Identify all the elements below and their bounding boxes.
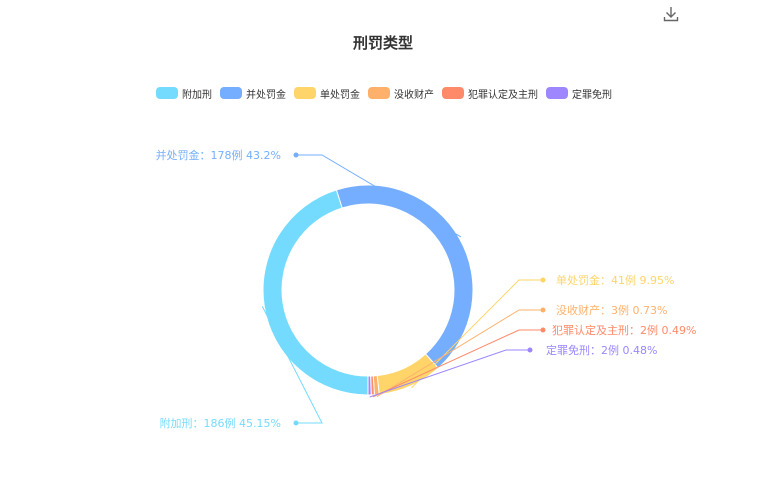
label-leader-line	[296, 154, 462, 238]
label-leader-line	[376, 309, 543, 398]
legend-label: 没收财产	[394, 89, 434, 101]
legend-swatch	[156, 87, 178, 99]
legend-label: 犯罪认定及主刑	[468, 89, 538, 101]
pie-slice[interactable]	[376, 353, 439, 395]
slice-label: 没收财产：3例 0.73%	[556, 303, 667, 317]
legend-label: 定罪免刑	[572, 89, 612, 101]
slice-label: 犯罪认定及主刑：2例 0.49%	[552, 323, 696, 337]
label-dot	[293, 152, 299, 158]
legend-swatch	[368, 87, 390, 99]
legend-swatch	[294, 87, 316, 99]
label-leader-line	[261, 306, 323, 424]
pie-slice[interactable]	[262, 189, 369, 396]
label-dot	[527, 347, 533, 353]
chart-title: 刑罚类型	[352, 34, 413, 52]
label-leader-line	[372, 329, 543, 398]
label-dot	[540, 307, 546, 313]
label-dot	[540, 327, 546, 333]
label-leader-line	[369, 349, 530, 398]
slice-label: 附加刑：186例 45.15%	[160, 416, 281, 430]
legend-item[interactable]: 犯罪认定及主刑	[442, 86, 538, 101]
slice-label: 定罪免刑：2例 0.48%	[546, 343, 657, 357]
legend-item[interactable]: 没收财产	[368, 86, 434, 101]
pie-slice[interactable]	[367, 375, 372, 396]
legend-item[interactable]: 定罪免刑	[546, 86, 612, 101]
legend-label: 单处罚金	[320, 89, 360, 101]
legend-swatch	[546, 87, 568, 99]
legend-item[interactable]: 单处罚金	[294, 86, 360, 101]
label-leader-line	[411, 279, 543, 389]
legend-swatch	[220, 87, 242, 99]
legend: 附加刑 并处罚金 单处罚金 没收财产 犯罪认定及主刑 定罪免刑	[156, 85, 620, 101]
label-dot	[540, 277, 546, 283]
download-icon[interactable]	[661, 4, 681, 24]
slice-label: 并处罚金：178例 43.2%	[156, 148, 281, 162]
legend-item[interactable]: 附加刑	[156, 86, 212, 101]
legend-swatch	[442, 87, 464, 99]
legend-item[interactable]: 并处罚金	[220, 86, 286, 101]
slice-label: 单处罚金：41例 9.95%	[556, 273, 674, 287]
legend-label: 附加刑	[182, 89, 212, 101]
pie-slice[interactable]	[335, 184, 474, 369]
label-dot	[293, 420, 299, 426]
legend-label: 并处罚金	[246, 89, 286, 101]
